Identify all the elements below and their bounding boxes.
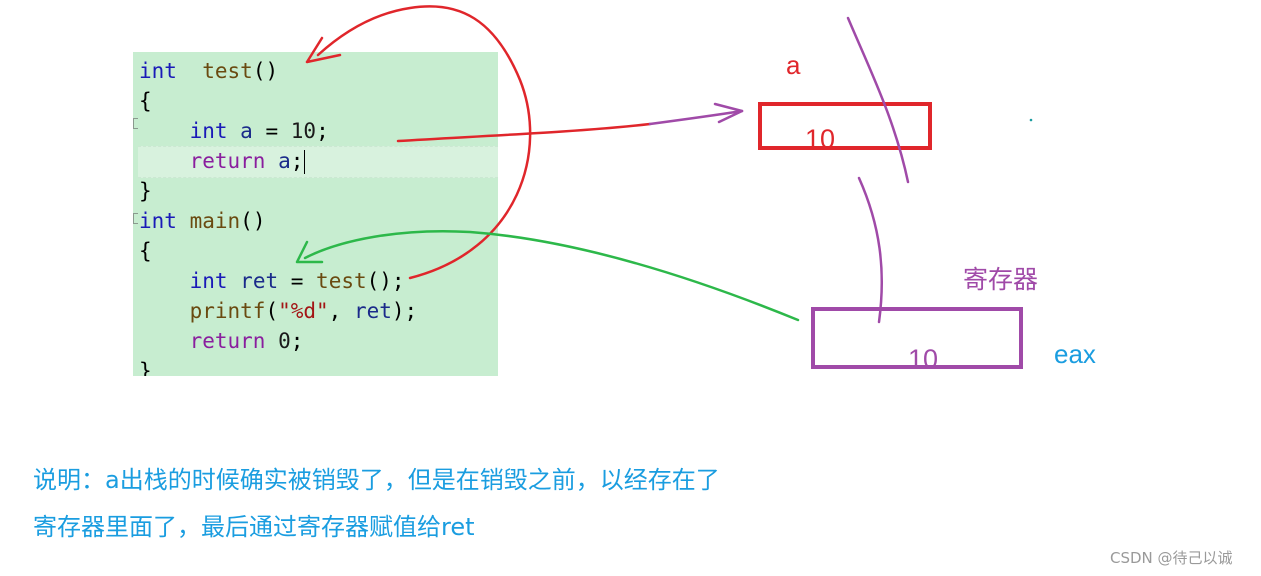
code-token: main: [189, 209, 241, 233]
code-line: int a = 10;: [139, 116, 329, 146]
call-arrowhead: [305, 36, 342, 64]
code-token: a: [240, 119, 253, 143]
code-line: printf("%d", ret);: [139, 296, 418, 326]
fold-marker: [133, 213, 138, 224]
var-a-label: a: [786, 50, 801, 80]
code-token: ,: [328, 299, 354, 323]
code-token: ret: [240, 269, 279, 293]
code-token: 0: [278, 329, 291, 353]
register-title: 寄存器: [963, 265, 1039, 294]
code-token: }: [139, 179, 152, 203]
code-token: }: [139, 359, 152, 376]
explanation-line-2: 寄存器里面了，最后通过寄存器赋值给ret: [33, 513, 475, 541]
code-line: return a;: [139, 146, 306, 176]
assign-arrowhead: [713, 102, 744, 124]
code-token: (): [240, 209, 266, 233]
register-value: 10: [908, 344, 939, 374]
code-editor-panel: int test(){ int a = 10; return a;}int ma…: [133, 52, 498, 376]
var-a-value: 10: [805, 124, 836, 154]
code-token: int: [139, 59, 177, 83]
watermark: CSDN @待己以诚: [1110, 549, 1233, 567]
register-box: [811, 307, 1023, 369]
code-token: {: [139, 89, 152, 113]
code-token: "%d": [278, 299, 329, 323]
stray-dot: [1029, 118, 1033, 122]
code-token: ;: [290, 149, 304, 173]
code-line: }: [139, 176, 152, 206]
text-caret: [304, 150, 306, 174]
code-token: {: [139, 239, 152, 263]
code-token: );: [391, 299, 418, 323]
assign-arrow: [648, 109, 744, 126]
destroy-slash: [846, 16, 910, 184]
return-arrow: [303, 229, 800, 322]
code-token: ;: [290, 329, 304, 353]
var-a-box: [758, 102, 932, 150]
code-token: 10: [290, 119, 317, 143]
code-token: int: [139, 209, 177, 233]
code-line: }: [139, 356, 152, 376]
assign-line: [396, 122, 652, 143]
code-token: (: [265, 299, 279, 323]
code-token: ret: [353, 299, 392, 323]
code-token: int: [189, 119, 228, 143]
code-token: test: [316, 269, 367, 293]
current-line-highlight: [138, 146, 498, 178]
code-token: return: [189, 329, 266, 353]
code-token: return: [189, 149, 266, 173]
code-line: int ret = test();: [139, 266, 405, 296]
fold-marker: [133, 118, 138, 129]
code-token: int: [189, 269, 228, 293]
code-token: printf: [189, 299, 266, 323]
call-arrow: [316, 5, 532, 280]
code-line: int main(): [139, 206, 265, 236]
code-token: test: [202, 59, 253, 83]
code-line: {: [139, 236, 152, 266]
code-token: a: [278, 149, 291, 173]
code-token: =: [278, 269, 317, 293]
register-name: eax: [1054, 339, 1096, 369]
copy-line: [857, 176, 883, 324]
code-token: =: [252, 119, 291, 143]
code-token: ;: [316, 119, 329, 143]
return-arrowhead: [295, 240, 324, 264]
code-line: int test(): [139, 56, 278, 86]
code-line: return 0;: [139, 326, 304, 356]
code-token: ();: [366, 269, 405, 293]
explanation-line-1: 说明：a出栈的时候确实被销毁了，但是在销毁之前，以经存在了: [33, 466, 720, 494]
code-line: {: [139, 86, 152, 116]
code-token: (): [252, 59, 279, 83]
